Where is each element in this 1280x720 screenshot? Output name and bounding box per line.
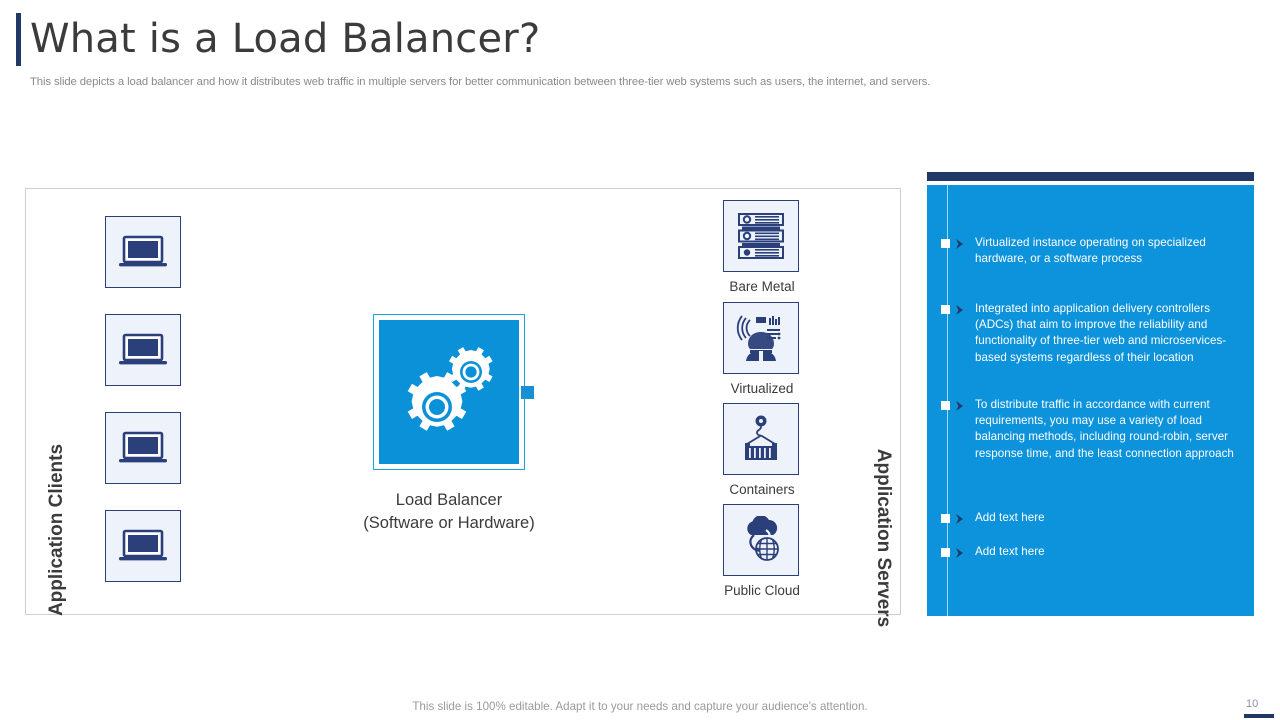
list-item[interactable]: To distribute traffic in accordance with… bbox=[941, 397, 1241, 462]
server-node-virtualized[interactable] bbox=[723, 302, 799, 374]
panel-body bbox=[927, 185, 1254, 616]
panel-vertical-rule bbox=[947, 185, 948, 616]
list-item-label: Integrated into application delivery con… bbox=[975, 302, 1227, 364]
bullet-marker-icon bbox=[941, 238, 975, 252]
list-item-label: Add text here bbox=[975, 511, 1045, 524]
bullet-marker-icon bbox=[941, 547, 975, 561]
list-item[interactable]: Add text here bbox=[941, 544, 1241, 561]
laptop-icon bbox=[119, 235, 167, 267]
chevron-right-icon bbox=[956, 548, 963, 558]
load-balancer-connector-node bbox=[521, 386, 534, 399]
server-label-bare-metal: Bare Metal bbox=[729, 279, 795, 294]
gears-icon bbox=[407, 347, 493, 431]
cloud-globe-icon bbox=[747, 516, 779, 561]
title-accent-bar bbox=[16, 13, 21, 66]
page-title: What is a Load Balancer? bbox=[30, 16, 541, 62]
list-item[interactable]: Integrated into application delivery con… bbox=[941, 301, 1241, 366]
page-number: 10 bbox=[1246, 698, 1259, 710]
vr-headset-person-icon bbox=[736, 315, 781, 361]
bullet-marker-icon bbox=[941, 400, 975, 414]
laptop-icon bbox=[119, 529, 167, 561]
laptop-icon bbox=[119, 431, 167, 463]
panel-bullet-list: Virtualized instance operating on specia… bbox=[927, 185, 1254, 616]
server-node-containers[interactable] bbox=[723, 403, 799, 475]
page-subtitle: This slide depicts a load balancer and h… bbox=[30, 76, 931, 88]
list-item-label: Virtualized instance operating on specia… bbox=[975, 236, 1206, 266]
client-node-4[interactable] bbox=[105, 510, 181, 582]
client-node-1[interactable] bbox=[105, 216, 181, 288]
info-panel: Virtualized instance operating on specia… bbox=[927, 172, 1254, 616]
application-clients-label: Application Clients bbox=[46, 443, 67, 617]
load-balancer-caption: Load Balancer (Software or Hardware) bbox=[329, 489, 569, 535]
bullet-marker-icon bbox=[941, 304, 975, 318]
shipping-container-crane-icon bbox=[745, 415, 777, 460]
list-item-label: To distribute traffic in accordance with… bbox=[975, 398, 1234, 460]
server-node-public-cloud[interactable] bbox=[723, 504, 799, 576]
list-item[interactable]: Virtualized instance operating on specia… bbox=[941, 235, 1241, 267]
page-number-underline bbox=[1244, 714, 1274, 718]
server-label-virtualized: Virtualized bbox=[730, 381, 794, 396]
server-rack-icon bbox=[738, 213, 784, 259]
server-label-public-cloud: Public Cloud bbox=[724, 583, 800, 598]
client-node-3[interactable] bbox=[105, 412, 181, 484]
list-item[interactable]: Add text here bbox=[941, 510, 1241, 527]
load-balancer-node[interactable] bbox=[373, 314, 525, 470]
server-label-containers: Containers bbox=[729, 482, 795, 497]
footer-note: This slide is 100% editable. Adapt it to… bbox=[412, 700, 868, 713]
application-servers-label: Application Servers bbox=[873, 448, 894, 628]
chevron-right-icon bbox=[956, 514, 963, 524]
chevron-right-icon bbox=[956, 305, 963, 315]
load-balancer-caption-line2: (Software or Hardware) bbox=[363, 514, 535, 532]
load-balancer-caption-line1: Load Balancer bbox=[395, 491, 503, 509]
server-node-bare-metal[interactable] bbox=[723, 200, 799, 272]
panel-top-bar bbox=[927, 172, 1254, 181]
chevron-right-icon bbox=[956, 239, 963, 249]
laptop-icon bbox=[119, 333, 167, 365]
client-node-2[interactable] bbox=[105, 314, 181, 386]
chevron-right-icon bbox=[956, 401, 963, 411]
bullet-marker-icon bbox=[941, 513, 975, 527]
load-balancer-fill bbox=[379, 320, 519, 464]
list-item-label: Add text here bbox=[975, 545, 1045, 558]
